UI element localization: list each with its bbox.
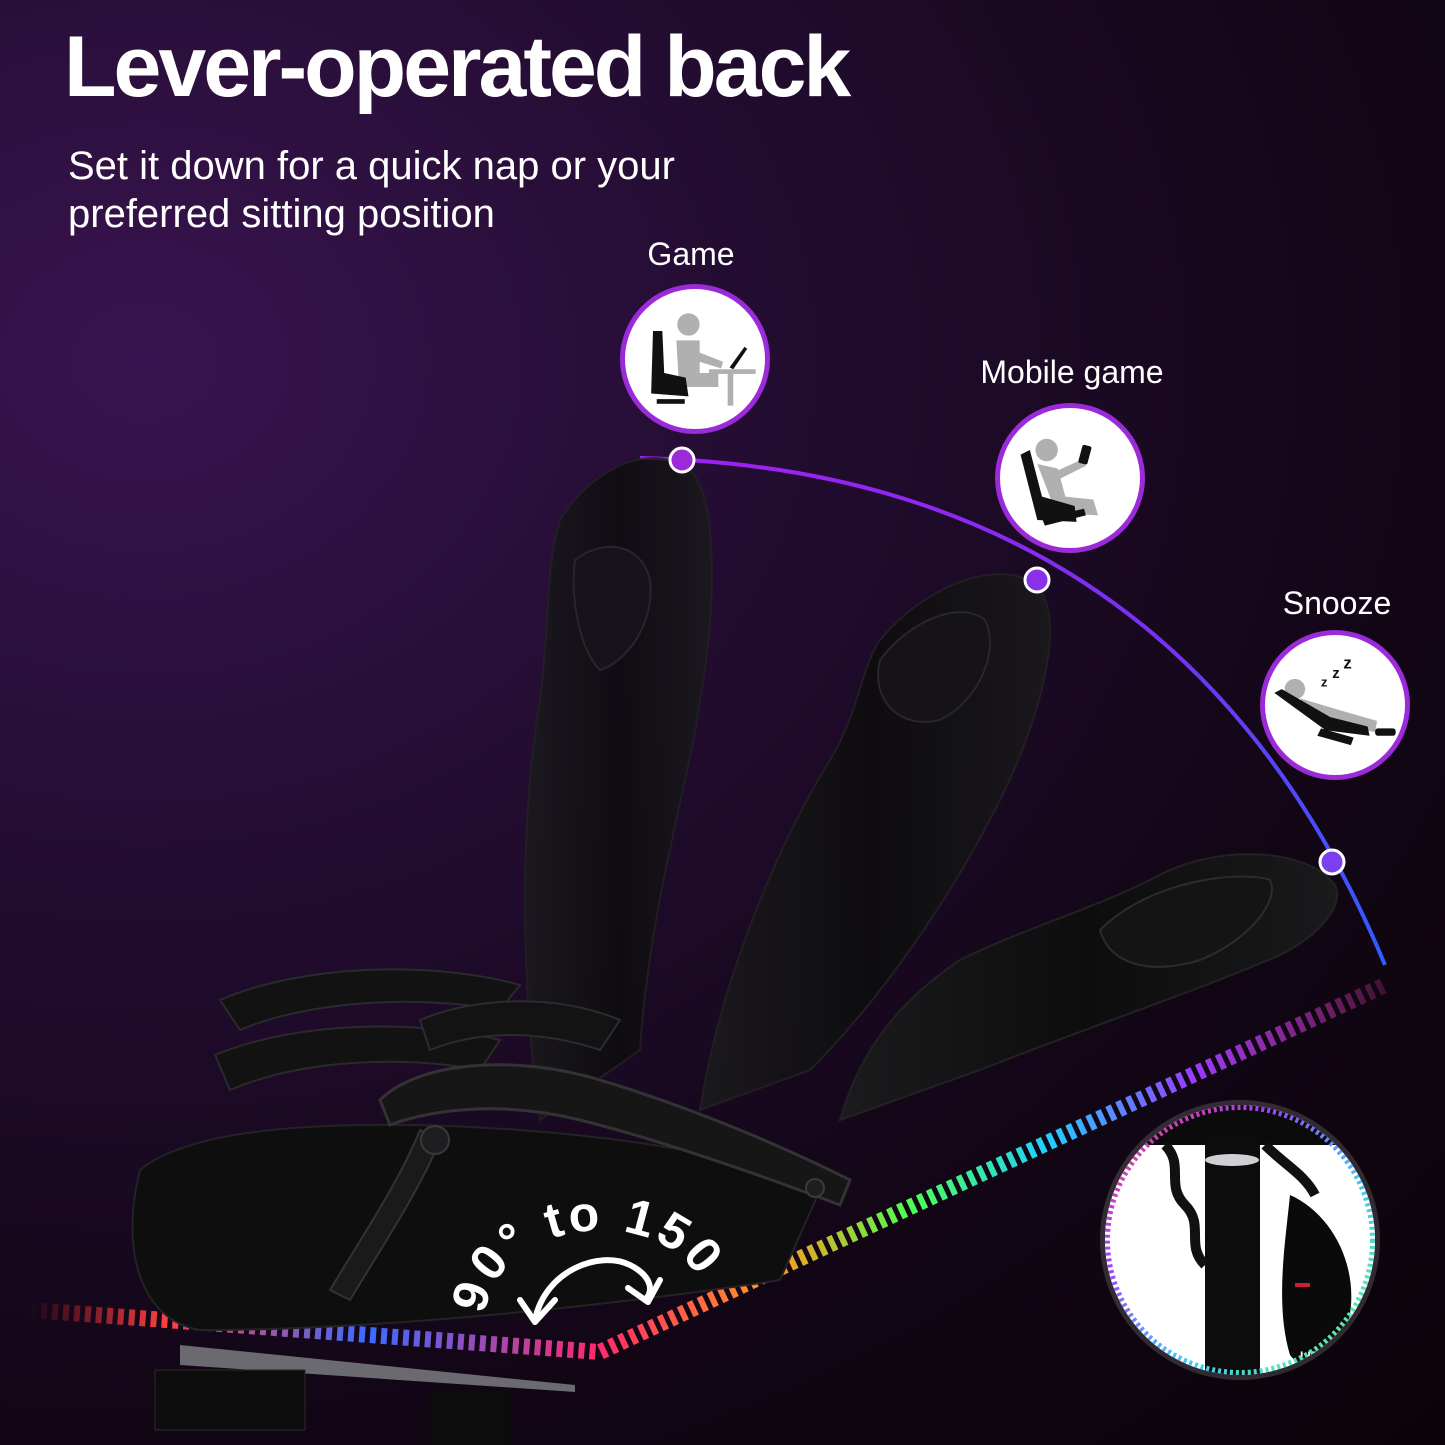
lever-detail-inset: LIFT bbox=[1105, 1105, 1375, 1375]
arc-marker-game bbox=[668, 446, 696, 474]
mode-badge-mobile-game bbox=[995, 403, 1145, 553]
person-with-phone-icon bbox=[1020, 438, 1098, 526]
person-reclined-sleeping-icon: z z z bbox=[1274, 654, 1396, 746]
recline-range-label: 90° to 150° bbox=[440, 1145, 732, 1318]
person-at-desk-icon bbox=[651, 313, 756, 406]
page-title: Lever-operated back bbox=[64, 19, 851, 115]
recline-arc bbox=[639, 456, 1387, 966]
arc-marker-snooze bbox=[1318, 848, 1346, 876]
mode-label-game: Game bbox=[647, 236, 735, 272]
chair-upright bbox=[524, 457, 713, 1122]
mode-label-snooze: Snooze bbox=[1282, 585, 1392, 621]
mode-badge-game bbox=[620, 284, 770, 434]
mode-label-mobile-game: Mobile game bbox=[980, 354, 1164, 390]
lift-lever-closeup: LIFT bbox=[1105, 1105, 1375, 1375]
arc-marker-mobile-game bbox=[1023, 566, 1051, 594]
svg-text:z: z bbox=[1321, 674, 1328, 689]
chair-mid-recline bbox=[698, 573, 1051, 1112]
svg-text:z: z bbox=[1332, 665, 1339, 682]
mode-badge-snooze: z z z bbox=[1260, 630, 1410, 780]
page-subtitle: Set it down for a quick nap or your pref… bbox=[68, 144, 675, 236]
svg-text:z: z bbox=[1343, 654, 1351, 673]
rotation-arrow-icon bbox=[517, 1257, 663, 1325]
